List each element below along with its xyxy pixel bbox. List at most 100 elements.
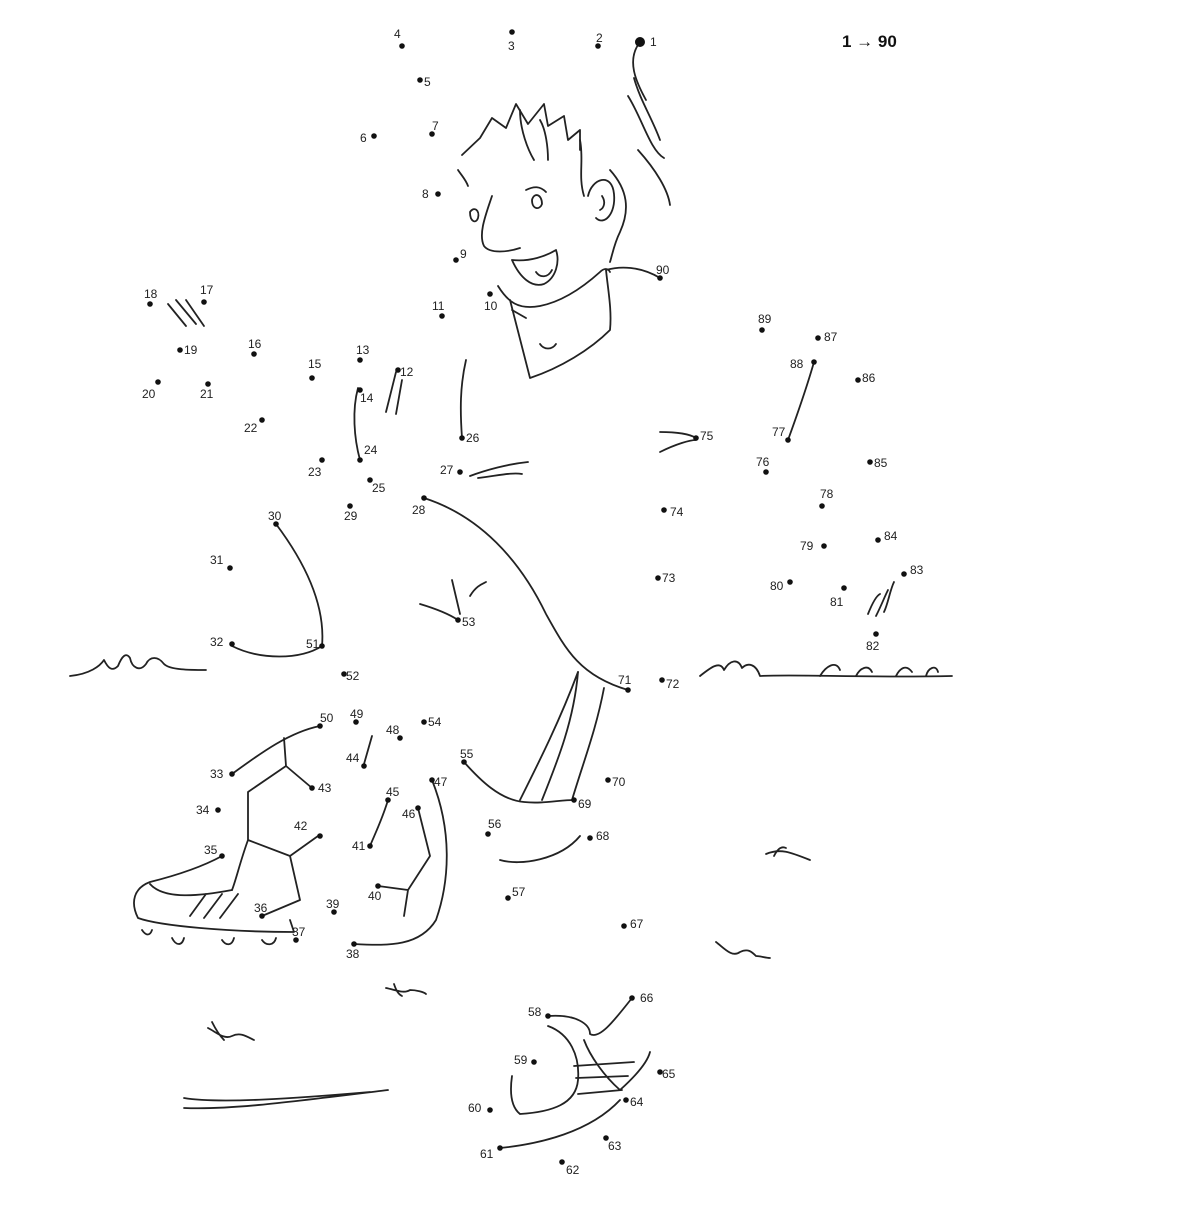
dot-39 — [331, 909, 337, 915]
dot-label-8: 8 — [422, 187, 429, 201]
dot-label-7: 7 — [432, 119, 439, 133]
dot-84 — [875, 537, 881, 543]
dot-81 — [841, 585, 847, 591]
dot-89 — [759, 327, 765, 333]
dot-16 — [251, 351, 257, 357]
dot-24 — [357, 457, 363, 463]
dot-label-20: 20 — [142, 387, 156, 401]
dot-label-28: 28 — [412, 503, 426, 517]
dot-label-80: 80 — [770, 579, 784, 593]
dot-label-30: 30 — [268, 509, 282, 523]
dot-58 — [545, 1013, 551, 1019]
dot-34 — [215, 807, 221, 813]
dot-11 — [439, 313, 445, 319]
dot-label-81: 81 — [830, 595, 844, 609]
dot-label-58: 58 — [528, 1005, 542, 1019]
dot-52 — [341, 671, 347, 677]
dot-47 — [429, 777, 435, 783]
dot-87 — [815, 335, 821, 341]
dot-label-27: 27 — [440, 463, 454, 477]
dot-label-35: 35 — [204, 843, 218, 857]
dot-label-14: 14 — [360, 391, 374, 405]
dot-85 — [867, 459, 873, 465]
dot-label-40: 40 — [368, 889, 382, 903]
dot-label-69: 69 — [578, 797, 592, 811]
dot-70 — [605, 777, 611, 783]
dot-51 — [319, 643, 325, 649]
dot-28 — [421, 495, 427, 501]
dot-label-21: 21 — [200, 387, 214, 401]
boot-left — [231, 725, 321, 917]
dot-label-38: 38 — [346, 947, 360, 961]
dot-label-84: 84 — [884, 529, 898, 543]
dot-label-54: 54 — [428, 715, 442, 729]
dot-6 — [371, 133, 377, 139]
dot-label-53: 53 — [462, 615, 476, 629]
dot-7 — [429, 131, 435, 137]
dot-label-4: 4 — [394, 27, 401, 41]
dot-33 — [229, 771, 235, 777]
dot-label-59: 59 — [514, 1053, 528, 1067]
mouth — [511, 249, 559, 286]
dot-label-43: 43 — [318, 781, 332, 795]
dot-60 — [487, 1107, 493, 1113]
dot-68 — [587, 835, 593, 841]
dot-label-74: 74 — [670, 505, 684, 519]
dot-10 — [487, 291, 493, 297]
face-outline — [480, 195, 611, 308]
dot-label-1: 1 — [650, 35, 657, 49]
dot-38 — [351, 941, 357, 947]
dot-label-65: 65 — [662, 1067, 676, 1081]
dot-26 — [459, 435, 465, 441]
dot-label-77: 77 — [772, 425, 786, 439]
dot-label-31: 31 — [210, 553, 224, 567]
dot-label-29: 29 — [344, 509, 358, 523]
leg-outline — [423, 497, 629, 691]
dot-90 — [657, 275, 663, 281]
dot-78 — [819, 503, 825, 509]
dot-20 — [155, 379, 161, 385]
dot-75 — [693, 435, 699, 441]
dot-label-60: 60 — [468, 1101, 482, 1115]
dot-label-47: 47 — [434, 775, 448, 789]
dot-50 — [317, 723, 323, 729]
dot-label-57: 57 — [512, 885, 526, 899]
dot-2 — [595, 43, 601, 49]
dot-label-73: 73 — [662, 571, 676, 585]
dot-73 — [655, 575, 661, 581]
dot-label-51: 51 — [306, 637, 320, 651]
dot-label-11: 11 — [432, 299, 445, 313]
dot-25 — [367, 477, 373, 483]
dot-15 — [309, 375, 315, 381]
dot-36 — [259, 913, 265, 919]
dot-18 — [147, 301, 153, 307]
dot-label-45: 45 — [386, 785, 400, 799]
hair-lines — [627, 41, 671, 206]
dot-17 — [201, 299, 207, 305]
dot-9 — [453, 257, 459, 263]
dot-label-49: 49 — [350, 707, 364, 721]
grass — [69, 654, 207, 677]
dot-13 — [357, 357, 363, 363]
dot-43 — [309, 785, 315, 791]
dot-label-87: 87 — [824, 330, 838, 344]
dot-label-32: 32 — [210, 635, 224, 649]
dot-88 — [811, 359, 817, 365]
dot-label-2: 2 — [596, 31, 603, 45]
dot-77 — [785, 437, 791, 443]
dot-label-76: 76 — [756, 455, 770, 469]
dot-22 — [259, 417, 265, 423]
dot-label-75: 75 — [700, 429, 714, 443]
dot-40 — [375, 883, 381, 889]
dot-label-62: 62 — [566, 1163, 580, 1177]
eye-right — [531, 194, 543, 209]
dot-label-55: 55 — [460, 747, 474, 761]
dot-21 — [205, 381, 211, 387]
dot-label-36: 36 — [254, 901, 268, 915]
dot-27 — [457, 469, 463, 475]
dot-3 — [509, 29, 515, 35]
ear-outline — [587, 179, 616, 222]
dot-label-85: 85 — [874, 456, 888, 470]
